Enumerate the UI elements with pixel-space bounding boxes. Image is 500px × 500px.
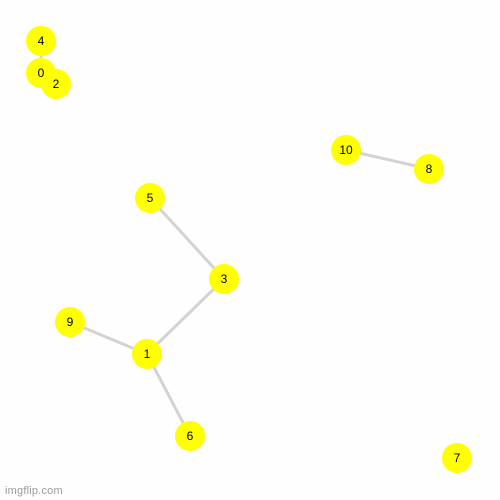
node-label-7: 7 xyxy=(454,451,461,465)
edge-5-3 xyxy=(148,196,226,281)
node-label-4: 4 xyxy=(38,34,45,48)
node-4[interactable]: 4 xyxy=(26,26,56,56)
node-1[interactable]: 1 xyxy=(132,339,162,369)
node-label-8: 8 xyxy=(426,162,433,176)
node-circle-5[interactable] xyxy=(135,183,165,213)
edge-1-6 xyxy=(145,352,192,438)
node-label-6: 6 xyxy=(187,429,194,443)
node-circle-10[interactable] xyxy=(331,135,361,165)
node-circle-4[interactable] xyxy=(26,26,56,56)
node-label-5: 5 xyxy=(147,191,154,205)
node-label-9: 9 xyxy=(67,315,74,329)
node-circle-3[interactable] xyxy=(209,264,239,294)
nodes-layer: 4 02 10 8 5 3 9 1 6 7 xyxy=(26,26,472,473)
node-8[interactable]: 8 xyxy=(414,154,444,184)
watermark-text: imgflip.com xyxy=(5,485,63,497)
node-10[interactable]: 10 xyxy=(331,135,361,165)
node-circle-1[interactable] xyxy=(132,339,162,369)
edges-layer xyxy=(39,39,431,438)
node-9[interactable]: 9 xyxy=(55,307,85,337)
node-label-3: 3 xyxy=(221,272,228,286)
node-7[interactable]: 7 xyxy=(442,443,472,473)
node-circle-9[interactable] xyxy=(55,307,85,337)
edge-3-1 xyxy=(145,277,226,356)
node-label-1: 1 xyxy=(144,347,151,361)
node-3[interactable]: 3 xyxy=(209,264,239,294)
node-label-2: 2 xyxy=(53,77,60,91)
node-circle-8[interactable] xyxy=(414,154,444,184)
node-circle-7[interactable] xyxy=(442,443,472,473)
node-5[interactable]: 5 xyxy=(135,183,165,213)
node-6[interactable]: 6 xyxy=(175,421,205,451)
node-circle-6[interactable] xyxy=(175,421,205,451)
node-label-10: 10 xyxy=(339,143,353,157)
node-label-0: 0 xyxy=(38,66,45,80)
node-2[interactable]: 2 xyxy=(41,69,71,99)
node-circle-2[interactable] xyxy=(41,69,71,99)
